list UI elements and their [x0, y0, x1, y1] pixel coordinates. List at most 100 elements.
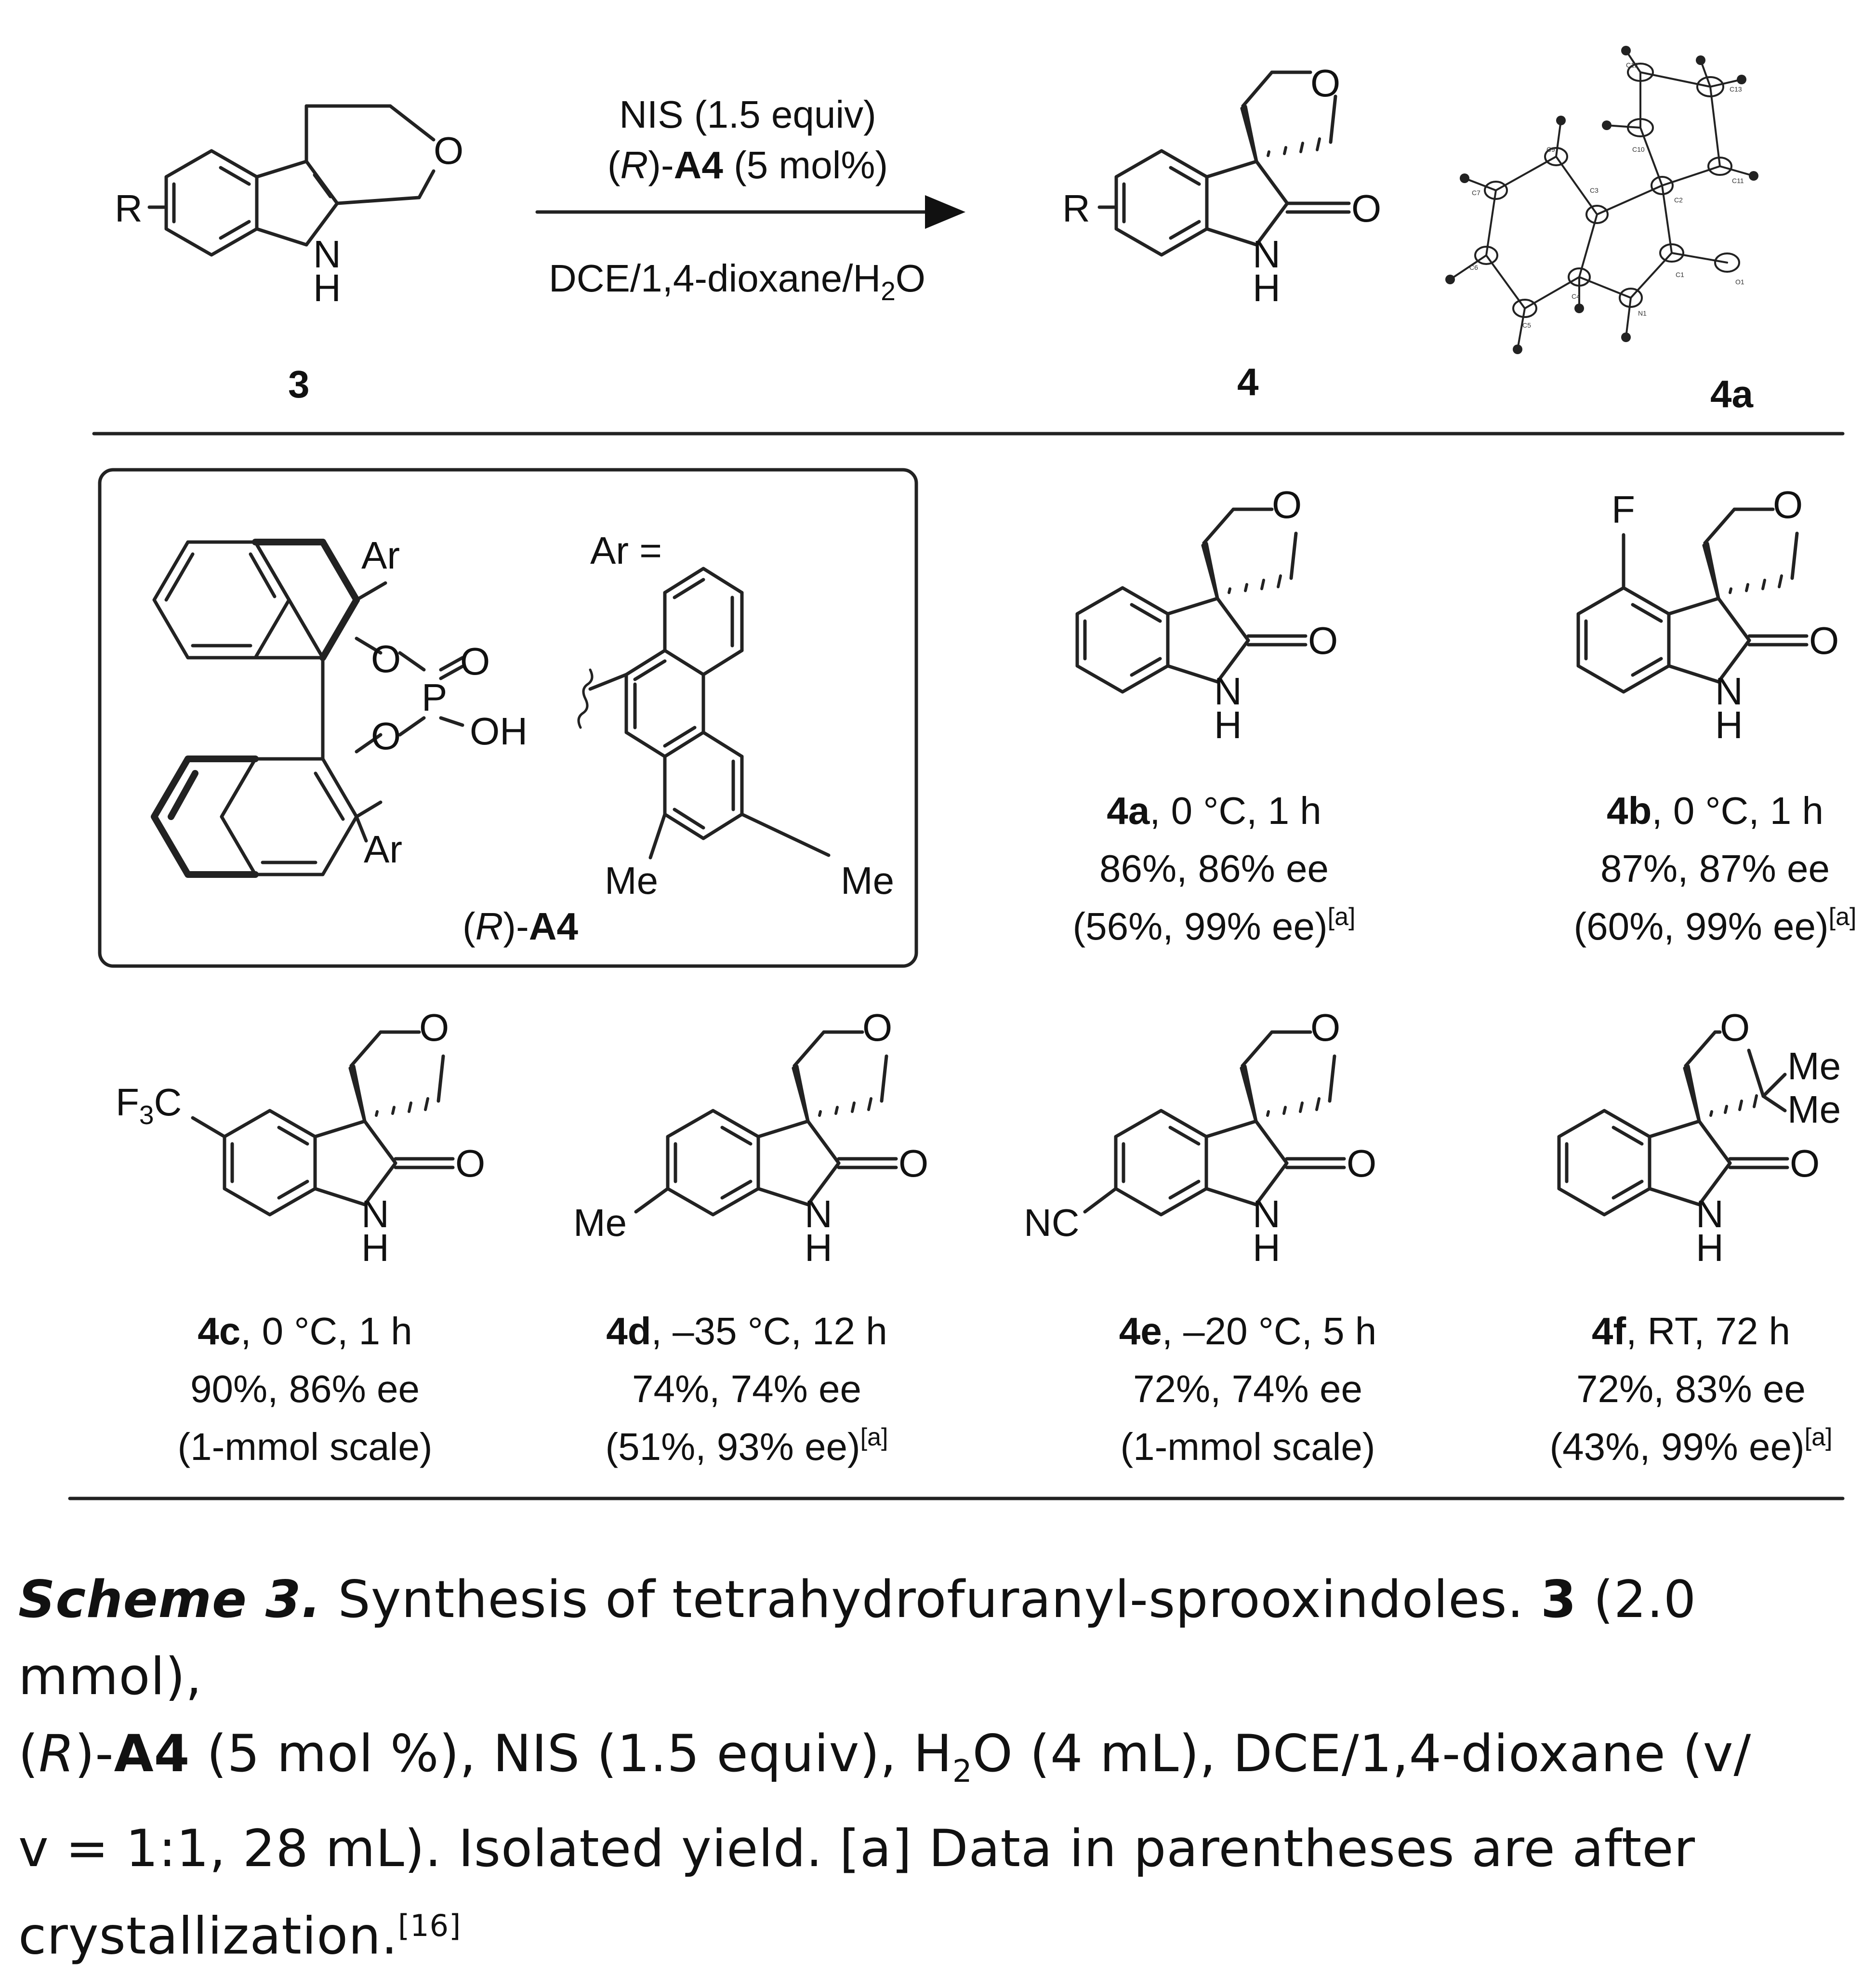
caption-text: (5 mol %), NIS (1.5 equiv), H	[207, 1724, 952, 1783]
svg-text:4a, 0 °C, 1 h: 4a, 0 °C, 1 h	[1107, 789, 1321, 832]
hydrogen-atom: H	[805, 1226, 832, 1269]
svg-text:(1-mmol scale): (1-mmol scale)	[1121, 1425, 1375, 1468]
svg-text:(51%, 93% ee)[a]: (51%, 93% ee)[a]	[605, 1423, 888, 1468]
nitrogen-atom: N	[1253, 1193, 1281, 1235]
product-4e-structure	[1083, 1030, 1346, 1217]
starting-material-3	[147, 104, 436, 257]
svg-text:86%, 86% ee: 86%, 86% ee	[1099, 847, 1329, 890]
methyl-label: Me	[1787, 1045, 1841, 1087]
oxygen-atom: O	[419, 1006, 449, 1049]
svg-text:4e, –20 °C, 5 h: 4e, –20 °C, 5 h	[1119, 1310, 1377, 1352]
carbonyl-oxygen: O	[1809, 619, 1839, 662]
hydrogen-atom: H	[1715, 703, 1743, 746]
product-4e-result: 4e, –20 °C, 5 h 72%, 74% ee (1-mmol scal…	[1119, 1310, 1377, 1468]
product-4-hashed-bond	[1267, 137, 1321, 157]
xray-atom-label: C3	[1590, 186, 1599, 194]
caption-text: (	[18, 1724, 39, 1783]
product-4b-structure	[1576, 507, 1809, 694]
product-4b-result: 4b, 0 °C, 1 h 87%, 87% ee (60%, 99% ee)[…	[1573, 789, 1856, 948]
reaction-scheme: NIS (1.5 equiv) (R)-A4 (5 mol%) DCE/1,4-…	[68, 46, 1857, 1500]
scheme-caption: Scheme 3. Synthesis of tetrahydrofuranyl…	[18, 1561, 1859, 1975]
catalyst-name: (R)-A4	[462, 905, 578, 948]
nitrogen-atom: N	[361, 1193, 389, 1235]
carbonyl-oxygen: O	[1308, 619, 1338, 662]
methyl-label: Me	[573, 1201, 627, 1244]
hydrogen-atom: H	[1696, 1226, 1724, 1269]
caption-text: O (4 mL), DCE/1,4-dioxane (v/	[972, 1724, 1752, 1783]
carbonyl-oxygen: O	[1347, 1142, 1376, 1185]
caption-text: )-	[75, 1724, 114, 1783]
methyl-label: Me	[1787, 1088, 1841, 1131]
nitrile-group: NC	[1024, 1201, 1080, 1244]
catalyst-loading-text: (R)-A4 (5 mol%)	[608, 144, 888, 186]
caption-text: R	[39, 1724, 75, 1783]
product-4d-result: 4d, –35 °C, 12 h 74%, 74% ee (51%, 93% e…	[605, 1310, 888, 1468]
oxygen-atom: O	[371, 715, 401, 757]
nitrogen-atom: N	[1253, 233, 1281, 276]
catalyst-box	[98, 468, 918, 968]
hydrogen-atom: H	[361, 1226, 389, 1269]
oxygen-atom: O	[1720, 1006, 1750, 1049]
product-4	[1097, 70, 1351, 257]
product-4f-result: 4f, RT, 72 h 72%, 83% ee (43%, 99% ee)[a…	[1549, 1310, 1832, 1468]
hydrogen-atom: H	[1253, 1226, 1281, 1269]
caption-lead: Scheme 3.	[18, 1570, 321, 1629]
substituent-r-start: R	[115, 187, 143, 230]
product-4a-result: 4a, 0 °C, 1 h 86%, 86% ee (56%, 99% ee)[…	[1072, 789, 1355, 948]
nitrogen-atom: N	[805, 1193, 832, 1235]
xray-atom-label: C7	[1472, 189, 1480, 197]
nitrogen-atom: N	[1696, 1193, 1724, 1235]
xray-atom-label: N1	[1638, 309, 1647, 317]
product-4f-structure	[1557, 1030, 1789, 1217]
methyl-label: Me	[841, 859, 894, 902]
solvent-text: DCE/1,4-dioxane/H2O	[549, 257, 925, 306]
nitrogen-atom: N	[313, 233, 341, 276]
oxygen-atom: O	[1773, 483, 1803, 526]
nitrogen-atom: N	[1715, 670, 1743, 713]
caption-subscript: 2	[952, 1754, 973, 1790]
phosphorus-atom: P	[422, 676, 447, 719]
svg-text:(1-mmol scale): (1-mmol scale)	[178, 1425, 433, 1468]
xray-atom-label: O1	[1735, 278, 1744, 286]
hydrogen-atom: H	[313, 266, 341, 309]
xray-atom-label: C11	[1732, 177, 1744, 185]
oxygen-atom: O	[1310, 62, 1340, 105]
ar-label-bottom: Ar	[364, 828, 402, 871]
xray-atom-label: C5	[1522, 321, 1531, 329]
xray-atom-label: C2	[1674, 196, 1683, 204]
hydrogen-atom: H	[1253, 266, 1281, 309]
caption-compound-ref: 3	[1540, 1570, 1577, 1629]
ar-label-top: Ar	[361, 534, 400, 577]
aryl-substituent	[577, 567, 831, 860]
caption-text: v = 1:1, 28 mL). Isolated yield. [a] Dat…	[18, 1819, 1696, 1879]
caption-text: (2.0 mmol),	[18, 1570, 1697, 1706]
svg-text:74%, 74% ee: 74%, 74% ee	[632, 1367, 861, 1410]
svg-text:72%, 74% ee: 72%, 74% ee	[1133, 1367, 1362, 1410]
xray-atom-label: C6	[1469, 264, 1478, 271]
product-4d-structure	[634, 1030, 898, 1217]
methyl-label: Me	[605, 859, 658, 902]
oxygen-atom: O	[434, 129, 463, 172]
svg-text:(56%, 99% ee)[a]: (56%, 99% ee)[a]	[1072, 903, 1355, 948]
oxygen-atom: O	[1272, 483, 1302, 526]
hydroxyl-group: OH	[470, 710, 528, 753]
xray-atom-label: C12	[1626, 61, 1638, 69]
svg-text:4c, 0 °C, 1 h: 4c, 0 °C, 1 h	[198, 1310, 412, 1352]
compound-label-3: 3	[288, 363, 310, 406]
caption-text: Synthesis of tetrahydrofuranyl-sprooxind…	[338, 1570, 1524, 1629]
carbonyl-oxygen: O	[1790, 1142, 1820, 1185]
oxygen-atom: O	[371, 637, 401, 680]
compound-label-4: 4	[1237, 360, 1259, 403]
carbonyl-oxygen: O	[1351, 187, 1381, 230]
product-4c-structure	[191, 1030, 455, 1217]
substituent-r-product: R	[1062, 187, 1090, 230]
catalyst-binol-phosphate	[151, 539, 464, 878]
product-4c-result: 4c, 0 °C, 1 h 90%, 86% ee (1-mmol scale)	[178, 1310, 433, 1468]
nitrogen-atom: N	[1214, 670, 1242, 713]
xray-atom-label: C13	[1730, 85, 1742, 93]
oxo-oxygen: O	[460, 640, 490, 683]
caption-compound-ref: A4	[114, 1724, 190, 1783]
carbonyl-oxygen: O	[455, 1142, 485, 1185]
xray-atom-label: C1	[1676, 271, 1684, 278]
hydrogen-atom: H	[1214, 703, 1242, 746]
